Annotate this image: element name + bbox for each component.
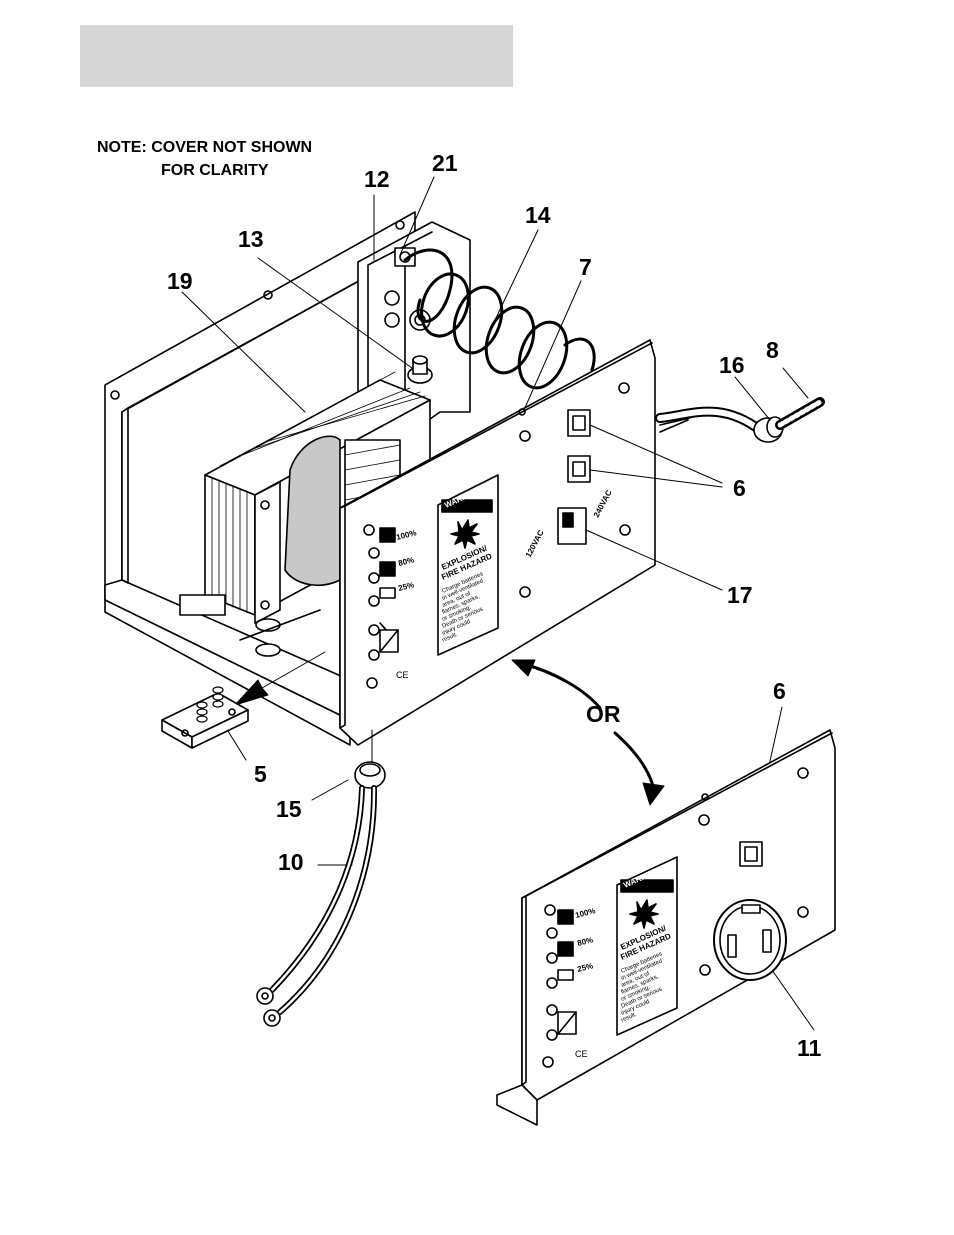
- callout-19: 19: [167, 268, 193, 294]
- callout-17: 17: [727, 582, 753, 608]
- svg-text:25%: 25%: [576, 961, 594, 974]
- callout-6-upper: 6: [733, 475, 746, 501]
- terminal-block-5: [161, 686, 249, 749]
- svg-text:CE: CE: [575, 1049, 588, 1059]
- callout-21: 21: [432, 150, 458, 176]
- power-cord: [655, 397, 825, 443]
- header-bar: [80, 25, 513, 87]
- or-label: OR: [586, 701, 621, 727]
- note-text: NOTE: COVER NOT SHOWN FOR CLARITY: [97, 139, 313, 179]
- svg-text:80%: 80%: [576, 935, 594, 948]
- cable-10: [256, 729, 386, 1027]
- callout-5: 5: [254, 761, 267, 787]
- callout-12: 12: [364, 166, 390, 192]
- svg-text:80%: 80%: [397, 555, 415, 568]
- callout-16: 16: [719, 352, 745, 378]
- front-panel-lower: [496, 729, 836, 1126]
- wire-coil: [403, 248, 596, 390]
- svg-text:25%: 25%: [397, 580, 415, 593]
- callout-15: 15: [276, 796, 302, 822]
- bolt-13: [407, 355, 433, 384]
- or-arrows: [511, 659, 665, 806]
- callout-14: 14: [525, 202, 551, 228]
- front-panel-upper: [339, 339, 656, 746]
- upper-panel-text: WARNING EXPLOSION/ FIRE HAZARD Charge ba…: [395, 486, 613, 680]
- callout-7: 7: [579, 254, 592, 280]
- callout-10: 10: [278, 849, 304, 875]
- callout-6-lower: 6: [773, 678, 786, 704]
- svg-text:CE: CE: [396, 670, 409, 680]
- callout-11: 11: [797, 1035, 822, 1061]
- callout-8: 8: [766, 337, 779, 363]
- callout-13: 13: [238, 226, 264, 252]
